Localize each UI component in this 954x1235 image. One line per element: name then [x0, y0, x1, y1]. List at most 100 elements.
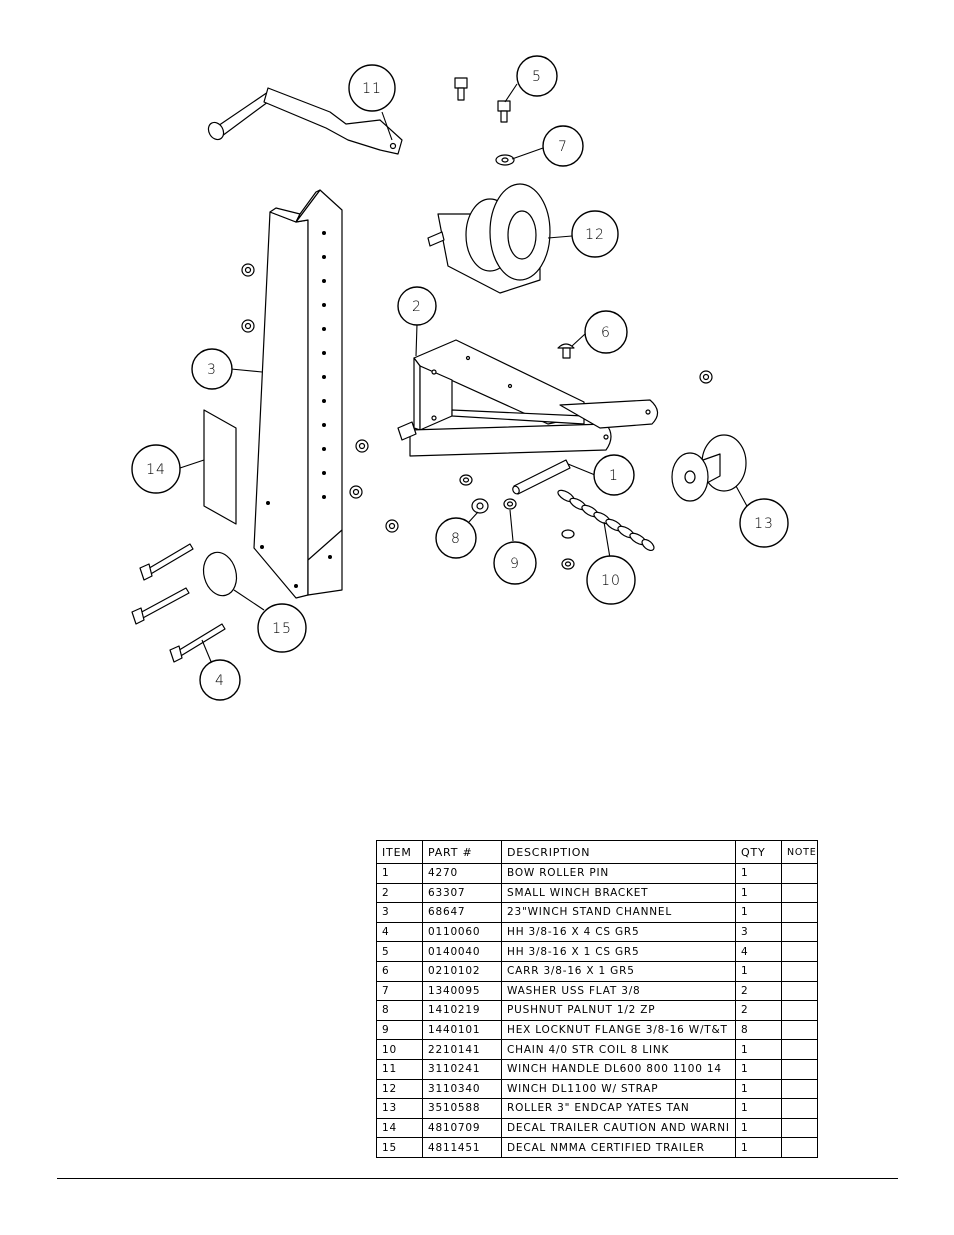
cell-qty: 8: [735, 1019, 782, 1041]
callout-8: 8: [435, 517, 477, 559]
cell-qty: 3: [735, 921, 782, 943]
cell-item: 3: [376, 902, 423, 923]
cell-qty: 1: [735, 1039, 782, 1060]
leader-lines: [179, 83, 749, 665]
cell-part-number: 68647: [422, 902, 502, 923]
cell-note: [781, 1098, 818, 1119]
cell-item: 9: [376, 1019, 423, 1041]
footer-rule: [57, 1178, 898, 1179]
callout-4: 4: [199, 659, 241, 701]
cell-item: 1: [376, 863, 423, 884]
cell-qty: 1: [735, 1058, 782, 1080]
flat-washer-part: [495, 154, 515, 166]
cell-part-number: 3510588: [422, 1098, 502, 1119]
winch-stand-channel-part: [253, 189, 343, 599]
cell-part-number: 63307: [422, 882, 502, 904]
cell-note: [781, 1000, 818, 1021]
cell-note: [781, 1019, 818, 1041]
cell-item: 6: [376, 960, 423, 982]
cell-description: WINCH DL1100 W/ STRAP: [501, 1078, 736, 1100]
cell-part-number: 3110241: [422, 1058, 502, 1080]
small-winch-bracket-part: [397, 339, 659, 457]
svg-text:3: 3: [207, 362, 217, 378]
cell-description: DECAL NMMA CERTIFIED TRAILER: [501, 1137, 736, 1158]
cell-note: [781, 863, 818, 884]
cell-qty: 1: [735, 960, 782, 982]
cell-description: CHAIN 4/0 STR COIL 8 LINK: [501, 1039, 736, 1060]
cell-item: 7: [376, 980, 423, 1002]
cell-note: [781, 1117, 818, 1139]
long-hex-bolt-parts: [131, 543, 226, 663]
callout-11: 11: [348, 64, 396, 112]
cell-item: 5: [376, 941, 423, 962]
cell-qty: 1: [735, 1098, 782, 1119]
cell-qty: 1: [735, 902, 782, 923]
header-part-number: PART #: [422, 840, 502, 864]
cell-item: 14: [376, 1117, 423, 1139]
header-item: ITEM: [376, 840, 423, 864]
cell-note: [781, 902, 818, 923]
cell-part-number: 3110340: [422, 1078, 502, 1100]
cell-qty: 4: [735, 941, 782, 962]
callout-12: 12: [571, 210, 619, 258]
cell-note: [781, 921, 818, 943]
svg-text:15: 15: [272, 621, 292, 637]
svg-text:4: 4: [215, 673, 225, 689]
callout-6: 6: [584, 310, 628, 354]
cell-note: [781, 941, 818, 962]
caution-decal-part: [203, 409, 237, 525]
svg-text:11: 11: [362, 81, 382, 97]
cell-note: [781, 1039, 818, 1060]
cell-qty: 1: [735, 1117, 782, 1139]
callout-13: 13: [739, 498, 789, 548]
cell-part-number: 4811451: [422, 1137, 502, 1158]
callout-1: 1: [593, 454, 635, 496]
exploded-assembly-diagram: 11 5 7 12 2 6 3 14 1 13 8 9 10 15 4: [131, 55, 789, 701]
cell-part-number: 1340095: [422, 980, 502, 1002]
table-header-row: ITEM PART # DESCRIPTION QTY NOTE: [376, 840, 818, 864]
flange-locknut-parts: [241, 263, 713, 570]
svg-text:2: 2: [412, 299, 422, 315]
cell-description: PUSHNUT PALNUT 1/2 ZP: [501, 1000, 736, 1021]
svg-text:1: 1: [609, 468, 619, 484]
cell-note: [781, 882, 818, 904]
svg-text:8: 8: [451, 531, 461, 547]
cell-qty: 2: [735, 980, 782, 1002]
chain-part: [557, 489, 655, 552]
cell-part-number: 0140040: [422, 941, 502, 962]
cell-part-number: 4810709: [422, 1117, 502, 1139]
cell-qty: 2: [735, 1000, 782, 1021]
cell-item: 8: [376, 1000, 423, 1021]
cell-qty: 1: [735, 882, 782, 904]
cell-note: [781, 980, 818, 1002]
roller-part: [671, 434, 747, 502]
svg-text:14: 14: [146, 462, 166, 478]
cell-qty: 1: [735, 1078, 782, 1100]
svg-text:5: 5: [532, 69, 542, 85]
cell-qty: 1: [735, 1137, 782, 1158]
cell-description: WASHER USS FLAT 3/8: [501, 980, 736, 1002]
cell-description: BOW ROLLER PIN: [501, 863, 736, 884]
pushnut-part: [471, 498, 489, 514]
header-note: NOTE: [781, 840, 818, 864]
header-qty: QTY: [735, 840, 782, 864]
cell-part-number: 0110060: [422, 921, 502, 943]
cell-note: [781, 1058, 818, 1080]
callout-5: 5: [516, 55, 558, 97]
callout-2: 2: [397, 286, 437, 326]
cell-description: HH 3/8-16 X 4 CS GR5: [501, 921, 736, 943]
header-description: DESCRIPTION: [501, 840, 736, 864]
cell-description: CARR 3/8-16 X 1 GR5: [501, 960, 736, 982]
svg-text:9: 9: [510, 556, 520, 572]
